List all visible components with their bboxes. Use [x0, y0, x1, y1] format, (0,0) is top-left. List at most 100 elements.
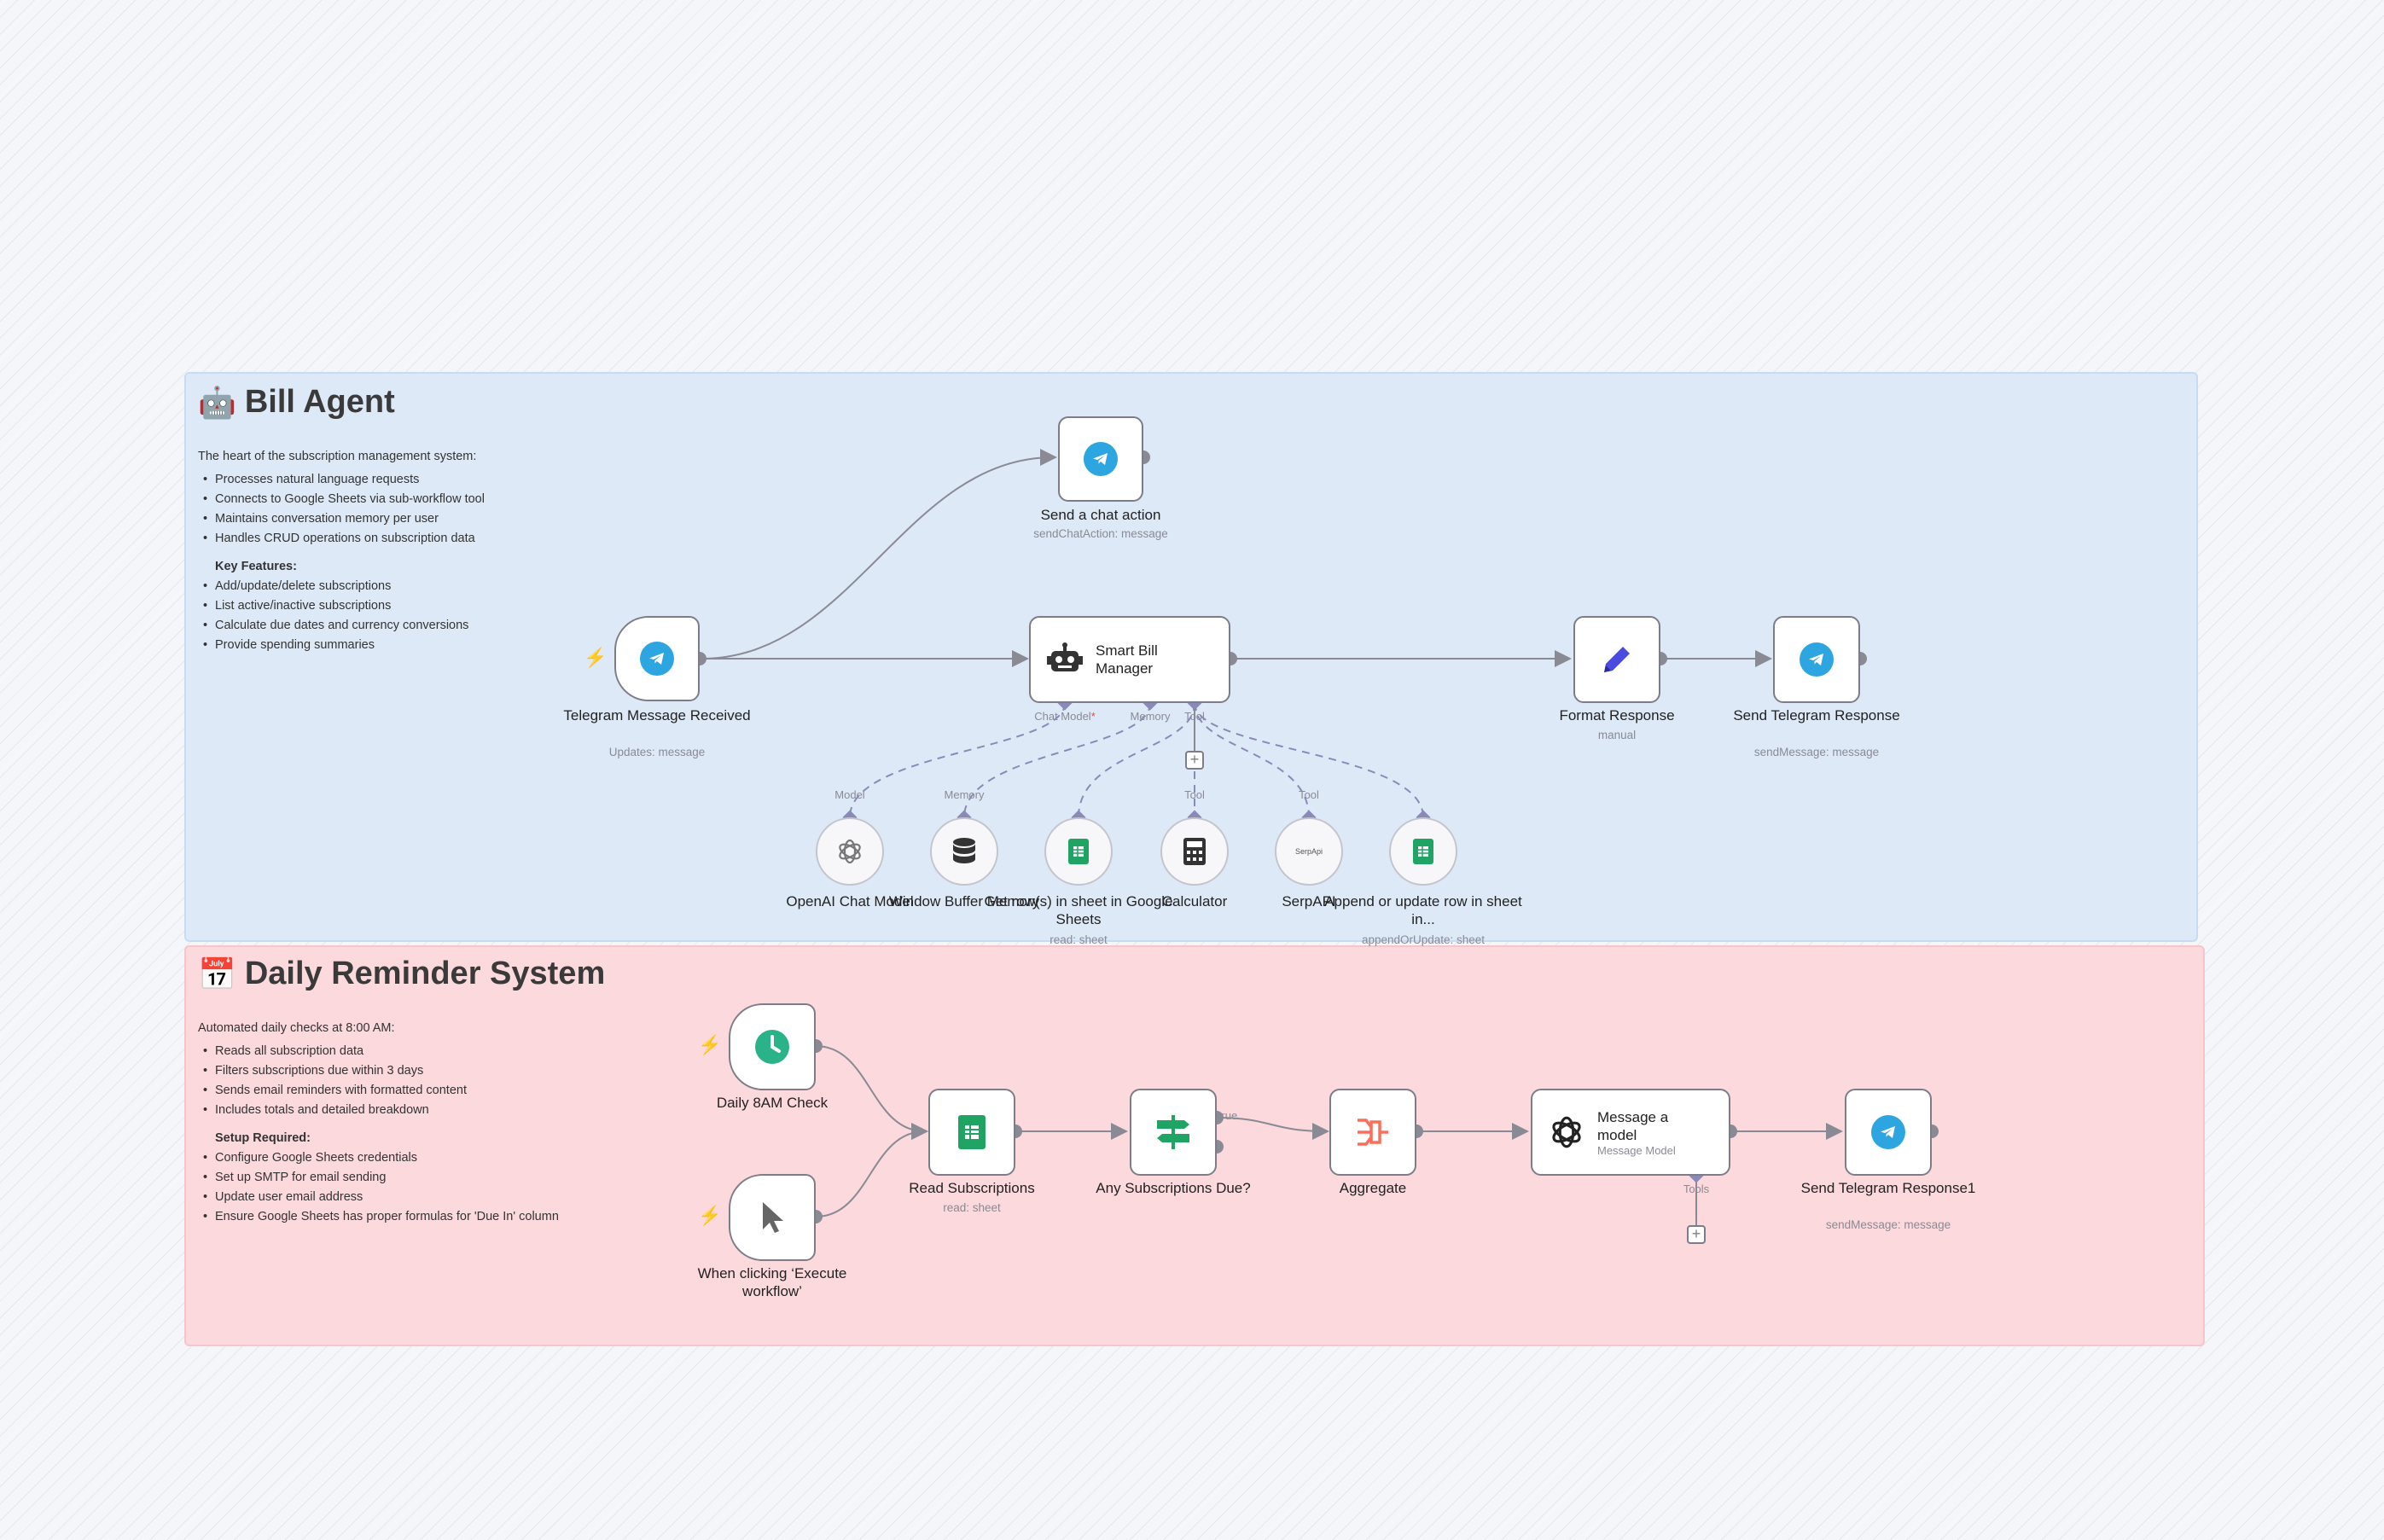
pencil-icon: [1604, 647, 1630, 672]
port-label-tool: Tool: [1184, 788, 1205, 801]
node-subtitle: sendMessage: message: [1825, 1218, 1951, 1231]
connection-schedule-to-read: [815, 1045, 928, 1140]
robot-icon: [1047, 642, 1083, 671]
bullet-item: Connects to Google Sheets via sub-workfl…: [198, 490, 539, 509]
node-title: Window Buffer Memory: [888, 893, 1040, 909]
node-title: Read Subscriptions: [909, 1180, 1035, 1196]
sticky-title: 🤖 Bill Agent: [198, 384, 395, 420]
node-title: Aggregate: [1339, 1180, 1407, 1196]
node-smart-bill-manager[interactable]: Smart Bill Manager: [1029, 616, 1230, 703]
bullet-item: Ensure Google Sheets has proper formulas…: [198, 1207, 676, 1227]
node-subtitle: sendChatAction: message: [1033, 527, 1168, 540]
node-title: Append or update row in sheet in...: [1324, 893, 1522, 927]
clock-icon: [755, 1030, 789, 1064]
node-send-chat-action[interactable]: [1058, 416, 1143, 502]
bullet-item: Add/update/delete subscriptions: [198, 577, 539, 596]
node-message-a-model[interactable]: Message a model Message Model: [1531, 1089, 1730, 1176]
port-label-chat-model: Chat Model*: [1034, 710, 1096, 723]
ai-connection-memory: [963, 702, 1151, 818]
google-sheets-icon: [1068, 839, 1089, 864]
add-tool-button[interactable]: +: [1185, 751, 1204, 770]
ai-connection-model: [849, 702, 1066, 818]
sticky-title: 📅 Daily Reminder System: [198, 956, 606, 991]
ai-connection-tool-getrows: [1078, 702, 1195, 818]
calculator-icon: [1183, 838, 1206, 865]
port-label-model: Model: [834, 788, 865, 801]
node-title: Message a model: [1597, 1108, 1669, 1143]
ai-connection-tool-append: [1194, 702, 1424, 818]
google-sheets-icon: [958, 1115, 986, 1149]
node-title: Telegram Message Received: [563, 707, 751, 724]
trigger-bolt-icon: ⚡: [698, 1205, 722, 1226]
robot-emoji-icon: 🤖: [198, 384, 236, 420]
bullet-item: Filters subscriptions due within 3 days: [198, 1061, 676, 1081]
node-calculator[interactable]: [1160, 817, 1229, 886]
port-label-memory: Memory: [1130, 710, 1171, 723]
filter-icon: [1157, 1115, 1189, 1149]
database-icon: [953, 838, 975, 863]
serpapi-icon: SerpApi: [1294, 847, 1323, 856]
sticky-body: Automated daily checks at 8:00 AM: Reads…: [198, 1019, 676, 1227]
node-title: Any Subscriptions Due?: [1096, 1180, 1251, 1196]
node-title: SerpAPI: [1282, 893, 1336, 909]
calendar-emoji-icon: 📅: [198, 956, 236, 991]
connection-telegram-to-chat-action: [701, 449, 1057, 660]
ai-connection-tool-serpapi: [1194, 702, 1310, 818]
node-get-rows-google-sheets[interactable]: [1044, 817, 1113, 886]
node-subtitle: sendMessage: message: [1753, 746, 1880, 758]
bullet-item: Provide spending summaries: [198, 636, 539, 655]
trigger-bolt-icon: ⚡: [698, 1034, 722, 1055]
node-aggregate[interactable]: [1329, 1089, 1416, 1176]
node-manual-trigger[interactable]: [729, 1174, 816, 1261]
branch-label-true: true: [1218, 1109, 1238, 1122]
node-title: Send a chat action: [1040, 507, 1161, 523]
bullet-item: Handles CRUD operations on subscription …: [198, 529, 539, 549]
bullet-item: Reads all subscription data: [198, 1042, 676, 1061]
connection-manual-to-read: [815, 1123, 928, 1217]
bullet-item: Set up SMTP for email sending: [198, 1168, 676, 1188]
bullet-item: Calculate due dates and currency convers…: [198, 616, 539, 636]
bullet-item: Sends email reminders with formatted con…: [198, 1081, 676, 1101]
node-title: OpenAI Chat Model: [786, 893, 914, 909]
node-title: Format Response: [1559, 707, 1675, 724]
node-any-subscriptions-due[interactable]: [1130, 1089, 1217, 1176]
telegram-icon: [1800, 642, 1834, 677]
telegram-icon: [640, 642, 674, 676]
node-title: Smart Bill Manager: [1096, 642, 1158, 677]
google-sheets-icon: [1413, 839, 1433, 864]
add-tools-button[interactable]: +: [1687, 1225, 1706, 1244]
node-subtitle: Message Model: [1597, 1143, 1676, 1157]
node-send-telegram-response[interactable]: [1773, 616, 1860, 703]
trigger-bolt-icon: ⚡: [584, 647, 608, 668]
openai-icon: [839, 839, 861, 864]
node-serpapi[interactable]: SerpApi: [1275, 817, 1343, 886]
port-label-tools: Tools: [1683, 1183, 1710, 1195]
sticky-body: The heart of the subscription management…: [198, 447, 539, 655]
port-label-tool: Tool: [1184, 710, 1205, 723]
node-daily-8am-check[interactable]: [729, 1003, 816, 1090]
node-append-or-update-row[interactable]: [1389, 817, 1457, 886]
cursor-icon: [763, 1202, 783, 1233]
bullet-item: Update user email address: [198, 1188, 676, 1207]
port-label-tool: Tool: [1299, 788, 1319, 801]
node-subtitle: read: sheet: [1050, 933, 1108, 946]
node-subtitle: manual: [1597, 729, 1637, 741]
node-subtitle: Updates: message: [608, 746, 706, 758]
node-title: Calculator: [1161, 893, 1228, 909]
node-send-telegram-response1[interactable]: [1845, 1089, 1932, 1176]
connection-if-to-aggregate: [1216, 1117, 1329, 1140]
aggregate-icon: [1358, 1119, 1388, 1146]
openai-icon: [1552, 1116, 1581, 1148]
node-title: When clicking ‘Execute workflow’: [697, 1265, 847, 1299]
node-window-buffer-memory[interactable]: [930, 817, 998, 886]
bullet-item: List active/inactive subscriptions: [198, 596, 539, 616]
node-openai-chat-model[interactable]: [816, 817, 884, 886]
node-format-response[interactable]: [1573, 616, 1660, 703]
node-subtitle: appendOrUpdate: sheet: [1361, 933, 1486, 946]
node-read-subscriptions[interactable]: [928, 1089, 1015, 1176]
node-title: Send Telegram Response1: [1800, 1180, 1976, 1196]
bullet-item: Processes natural language requests: [198, 470, 539, 490]
node-telegram-message-received[interactable]: [614, 616, 700, 701]
